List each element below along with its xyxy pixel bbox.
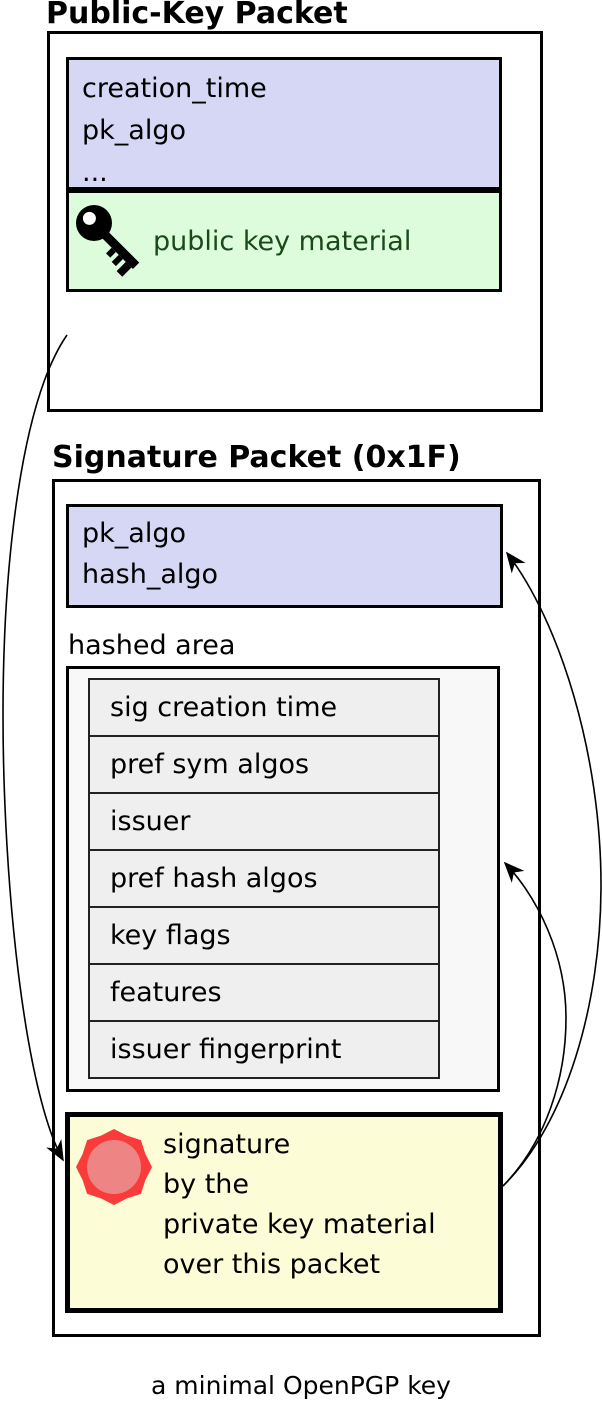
public-key-material-label: public key material	[153, 225, 412, 257]
field-hash-algo: hash_algo	[82, 559, 219, 590]
wax-seal-icon	[76, 1129, 152, 1205]
subpacket-issuer: issuer	[90, 792, 438, 849]
public-key-packet-box: creation_time pk_algo ... public key mat…	[47, 31, 543, 412]
subpacket-sig-creation-time: sig creation time	[90, 680, 438, 735]
public-key-fields-box: creation_time pk_algo ...	[66, 57, 502, 190]
hashed-area-box: sig creation time pref sym algos issuer …	[66, 666, 500, 1092]
signature-line-2: by the	[163, 1169, 250, 1200]
signature-algo-fields-box: pk_algo hash_algo	[66, 504, 503, 608]
signature-value-box: signature by the private key material ov…	[65, 1112, 503, 1313]
signature-packet-title: Signature Packet (0x1F)	[52, 440, 461, 475]
subpacket-table: sig creation time pref sym algos issuer …	[88, 678, 440, 1079]
subpacket-features: features	[90, 963, 438, 1020]
signature-algo-fields: pk_algo hash_algo	[82, 513, 218, 595]
subpacket-key-flags: key flags	[90, 906, 438, 963]
public-key-fields: creation_time pk_algo ...	[82, 68, 267, 194]
diagram-caption: a minimal OpenPGP key	[151, 1371, 451, 1400]
subpacket-issuer-fingerprint: issuer fingerprint	[90, 1020, 438, 1077]
signature-packet-box: pk_algo hash_algo hashed area sig creati…	[52, 479, 541, 1337]
signature-line-4: over this packet	[163, 1249, 381, 1280]
subpacket-pref-hash-algos: pref hash algos	[90, 849, 438, 906]
signature-line-1: signature	[163, 1129, 291, 1160]
field-creation-time: creation_time	[82, 73, 267, 104]
key-icon	[76, 205, 140, 277]
field-pk-algo: pk_algo	[82, 518, 186, 549]
signature-line-3: private key material	[163, 1209, 436, 1240]
signature-text: signature by the private key material ov…	[163, 1125, 436, 1285]
hashed-area-label: hashed area	[68, 630, 236, 661]
field-ellipsis: ...	[82, 157, 108, 188]
public-key-packet-title: Public-Key Packet	[46, 0, 348, 31]
field-pk-algo: pk_algo	[82, 115, 186, 146]
public-key-material-box: public key material	[66, 190, 502, 292]
subpacket-pref-sym-algos: pref sym algos	[90, 735, 438, 792]
